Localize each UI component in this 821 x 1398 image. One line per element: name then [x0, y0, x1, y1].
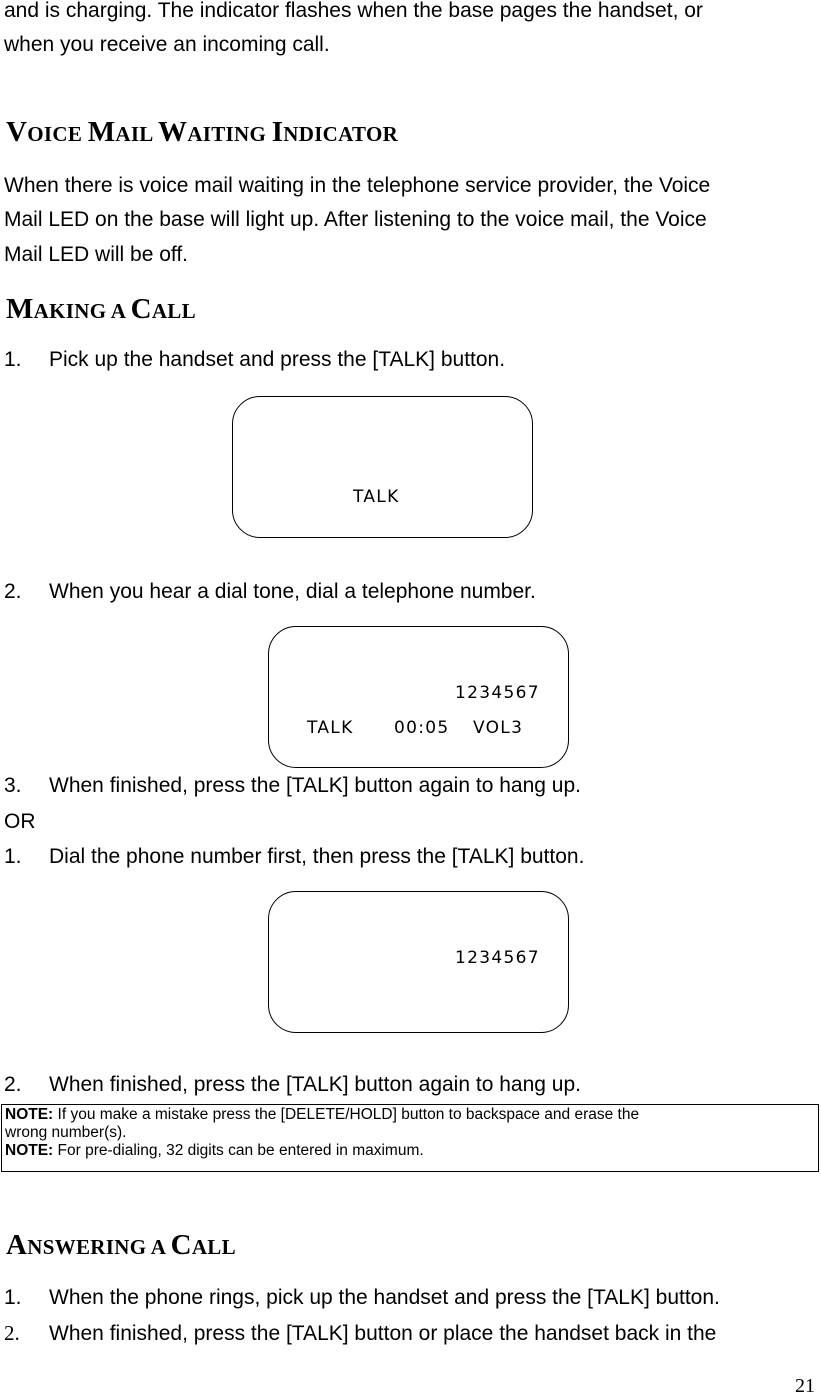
heading-rest: ALL — [191, 1235, 236, 1259]
step-item: 1. Pick up the handset and press the [TAL… — [4, 343, 505, 377]
heading-rest: AIL — [115, 122, 158, 146]
note-line: NOTE: If you make a mistake press the [D… — [5, 1106, 815, 1124]
heading-rest: AITING — [187, 122, 272, 146]
display-status: TALK — [353, 487, 400, 507]
page-number: 21 — [795, 1375, 815, 1397]
step-number: 2. — [4, 1321, 20, 1345]
heading-cap: M — [87, 116, 116, 148]
step-item: 1. Dial the phone number first, then pres… — [4, 840, 584, 874]
section-heading-voice-mail: VOICE MAIL WAITING INDICATOR — [6, 116, 398, 149]
step-number: 3. — [4, 774, 22, 797]
step-text: When finished, press the [TALK] button o… — [49, 1322, 717, 1345]
heading-cap: M — [6, 293, 34, 325]
note-label: NOTE: — [5, 1106, 54, 1123]
heading-cap: C — [170, 1229, 192, 1261]
step-number: 2. — [4, 580, 22, 603]
heading-cap: W — [158, 116, 188, 148]
handset-display-predial: 1234567 — [268, 891, 569, 1033]
step-item: 1. When the phone rings, pick up the hand… — [4, 1281, 720, 1315]
handset-display-talk: TALK — [232, 396, 533, 538]
section-heading-making-call: MAKING A CALL — [6, 293, 196, 326]
intro-line-1: and is charging. The indicator flashes w… — [4, 0, 703, 22]
or-label: OR — [4, 810, 36, 833]
note-box: NOTE: If you make a mistake press the [D… — [1, 1104, 819, 1172]
heading-cap: V — [6, 116, 28, 148]
note-label: NOTE: — [5, 1142, 54, 1159]
step-number: 1. — [4, 1286, 22, 1309]
step-text: Pick up the handset and press the [TALK]… — [49, 348, 506, 371]
heading-rest: AKING A — [33, 299, 131, 323]
step-item: 2. When you hear a dial tone, dial a tele… — [4, 575, 536, 609]
step-number: 2. — [4, 1073, 22, 1096]
step-item: 2. When finished, press the [TALK] button… — [4, 1068, 581, 1102]
heading-cap: I — [271, 116, 284, 148]
step-item: 3. When finished, press the [TALK] button… — [4, 769, 581, 803]
display-timer: 00:05 — [394, 718, 450, 738]
step-text: When finished, press the [TALK] button a… — [49, 774, 581, 797]
display-volume: VOL3 — [473, 718, 524, 738]
heading-rest: NDICATOR — [283, 122, 399, 146]
note-line: NOTE: For pre-dialing, 32 digits can be … — [5, 1142, 815, 1160]
heading-rest: OICE — [27, 122, 88, 146]
step-text: Dial the phone number first, then press … — [49, 845, 585, 868]
note-text: If you make a mistake press the [DELETE/… — [53, 1106, 640, 1123]
display-status: TALK — [307, 718, 354, 738]
heading-cap: C — [130, 293, 152, 325]
step-number: 1. — [4, 348, 22, 371]
note-line: wrong number(s). — [5, 1124, 127, 1141]
heading-cap: A — [6, 1229, 28, 1261]
step-text: When finished, press the [TALK] button a… — [49, 1073, 581, 1096]
voice-mail-line-2: Mail LED on the base will light up. Afte… — [4, 208, 707, 231]
intro-line-2: when you receive an incoming call. — [4, 33, 330, 56]
section-heading-answering-call: ANSWERING A CALL — [6, 1229, 236, 1262]
step-text: When you hear a dial tone, dial a teleph… — [49, 580, 536, 603]
step-number: 1. — [4, 845, 22, 868]
note-text: For pre-dialing, 32 digits can be entere… — [53, 1142, 424, 1159]
display-number: 1234567 — [455, 683, 540, 703]
step-item: 2. When finished, press the [TALK] button… — [4, 1316, 716, 1351]
handset-display-dialing: 1234567 TALK 00:05 VOL3 — [268, 626, 569, 768]
display-number: 1234567 — [455, 948, 540, 968]
voice-mail-line-1: When there is voice mail waiting in the … — [4, 174, 711, 197]
heading-rest: NSWERING A — [27, 1235, 171, 1259]
step-text: When the phone rings, pick up the handse… — [49, 1286, 720, 1309]
heading-rest: ALL — [151, 299, 196, 323]
voice-mail-line-3: Mail LED will be off. — [4, 243, 189, 266]
